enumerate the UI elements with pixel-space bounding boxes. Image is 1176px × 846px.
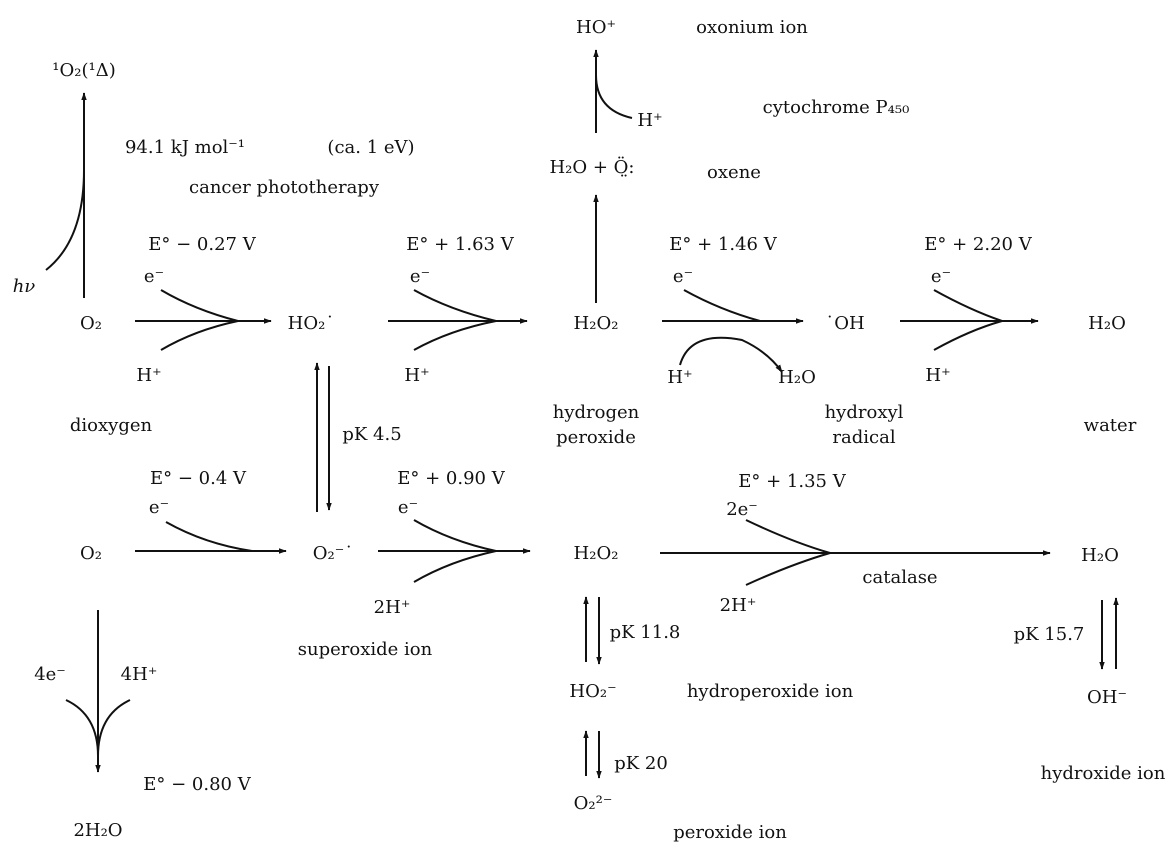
name-superoxide-ion: superoxide ion <box>298 639 433 660</box>
potential-ho2-h2o2: E° + 1.63 V <box>406 234 514 255</box>
name-cancer-phototherapy: cancer phototherapy <box>189 177 380 198</box>
species-h2o2-bottom: H₂O₂ <box>574 543 619 564</box>
potential-o2-ho2: E° − 0.27 V <box>148 234 256 255</box>
name-water: water <box>1084 415 1137 436</box>
name-cytochrome: cytochrome P₄₅₀ <box>763 97 910 118</box>
species-ho-plus: HO⁺ <box>576 17 616 38</box>
reagent-e-2: e⁻ <box>410 266 430 287</box>
reagent-e-3: e⁻ <box>673 266 693 287</box>
reagent-h-1: H⁺ <box>136 365 161 386</box>
name-oxene: oxene <box>707 162 761 183</box>
reagent-h-5: H⁺ <box>637 110 662 131</box>
reagent-e-6: e⁻ <box>398 497 418 518</box>
name-hydroxide-ion: hydroxide ion <box>1041 763 1166 784</box>
arrow-h2o-byproduct <box>679 336 783 373</box>
species-ho2-radical: HO₂˙ <box>288 313 335 334</box>
pk-water: pK 15.7 <box>1014 624 1085 645</box>
label-hv: hν <box>13 276 36 297</box>
potential-superoxide-h2o2: E° + 0.90 V <box>397 468 505 489</box>
potential-four-electron: E° − 0.80 V <box>143 774 251 795</box>
pk-hydroperoxide: pK 20 <box>614 753 668 774</box>
reagent-e-1: e⁻ <box>144 266 164 287</box>
name-dioxygen: dioxygen <box>70 415 153 436</box>
species-hydroperoxide: HO₂⁻ <box>569 681 616 702</box>
species-two-h2o: 2H₂O <box>73 820 122 841</box>
reagent-2h-6: 2H⁺ <box>374 597 411 618</box>
species-superoxide: O₂⁻˙ <box>313 543 353 564</box>
potential-catalase: E° + 1.35 V <box>738 471 846 492</box>
reagent-4e: 4e⁻ <box>34 664 66 685</box>
name-hydrogen: hydrogen <box>553 402 640 423</box>
species-peroxide: O₂²⁻ <box>574 793 613 814</box>
reagent-2e-7: 2e⁻ <box>726 499 758 520</box>
reagent-e-5: e⁻ <box>149 497 169 518</box>
potential-oh-h2o: E° + 2.20 V <box>924 234 1032 255</box>
name-hydroperoxide-ion: hydroperoxide ion <box>687 681 854 702</box>
species-h2o-plus-o: H₂O + Ö̤: <box>549 155 634 178</box>
reagent-2h-7: 2H⁺ <box>720 595 757 616</box>
arrow-hv-curve <box>45 169 85 271</box>
name-peroxide: peroxide <box>556 427 636 448</box>
species-h2o2-top: H₂O₂ <box>574 313 619 334</box>
pk-ho2: pK 4.5 <box>342 424 401 445</box>
energy-value: 94.1 kJ mol⁻¹ <box>125 137 245 158</box>
labels: ¹O₂(¹Δ) hν O₂ HO₂˙ H₂O₂ ˙OH H₂O H₂O HO⁺ … <box>13 17 1166 843</box>
reagent-h-2: H⁺ <box>404 365 429 386</box>
species-h2o-bottom: H₂O <box>1081 545 1119 566</box>
energy-ev: (ca. 1 eV) <box>327 137 414 158</box>
name-peroxide-ion: peroxide ion <box>673 822 787 843</box>
species-h2o-top: H₂O <box>1088 313 1126 334</box>
species-o2-top: O₂ <box>80 313 102 334</box>
species-h2o-byproduct: H₂O <box>778 367 816 388</box>
reagent-4h: 4H⁺ <box>121 664 158 685</box>
reagent-h-4: H⁺ <box>925 365 950 386</box>
potential-o2-superoxide: E° − 0.4 V <box>150 468 247 489</box>
species-hydroxide: OH⁻ <box>1087 687 1127 708</box>
name-radical: radical <box>832 427 895 448</box>
reagent-h-3: H⁺ <box>667 367 692 388</box>
reagent-e-4: e⁻ <box>931 266 951 287</box>
name-hydroxyl: hydroxyl <box>825 402 904 423</box>
potential-h2o2-oh: E° + 1.46 V <box>669 234 777 255</box>
name-catalase: catalase <box>862 567 937 588</box>
pk-h2o2: pK 11.8 <box>610 622 681 643</box>
name-oxonium-ion: oxonium ion <box>696 17 808 38</box>
species-singlet-o2: ¹O₂(¹Δ) <box>52 60 115 81</box>
species-o2-bottom: O₂ <box>80 543 102 564</box>
arrows <box>45 49 1119 779</box>
species-oh-radical: ˙OH <box>825 313 864 334</box>
